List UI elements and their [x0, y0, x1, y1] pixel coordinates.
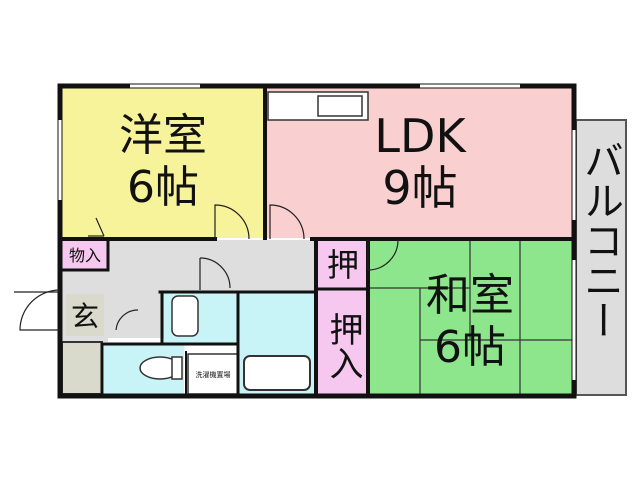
washer-space [187, 353, 239, 395]
sink [317, 95, 363, 117]
japanese-room-name: 和室 [426, 270, 514, 321]
western-room-size: 6帖 [127, 162, 199, 213]
shoe-cabinet [61, 341, 103, 395]
ldk-room-name: LDK [374, 109, 467, 163]
toilet-tank [171, 356, 183, 380]
tatami-lines [370, 240, 572, 394]
hallway [108, 240, 316, 292]
closet-lower [318, 290, 368, 394]
hallway-lower [108, 290, 164, 338]
balcony-label: バルコニー [577, 140, 623, 340]
bathtub [243, 355, 311, 391]
balcony-area [575, 119, 627, 396]
washbasin [171, 295, 199, 337]
storage-room [62, 240, 108, 270]
window-frames [57, 83, 577, 380]
windows [58, 84, 576, 380]
washroom-label: 洗濯機置場 [196, 370, 231, 379]
western-room-name: 洋室 [119, 110, 207, 161]
ldk-room-size: 9帖 [382, 161, 457, 215]
closet-lower-label: 押入 [323, 312, 363, 380]
doors [14, 204, 399, 331]
closet-upper [318, 240, 368, 288]
japanese-room-size: 6帖 [434, 322, 506, 373]
entrance-room [66, 294, 104, 336]
western-room [62, 88, 265, 238]
storage-label: 物入 [69, 246, 101, 265]
entrance-label: 玄 [71, 300, 99, 333]
closet-upper-label: 押 [327, 246, 359, 284]
japanese-room [370, 240, 572, 394]
